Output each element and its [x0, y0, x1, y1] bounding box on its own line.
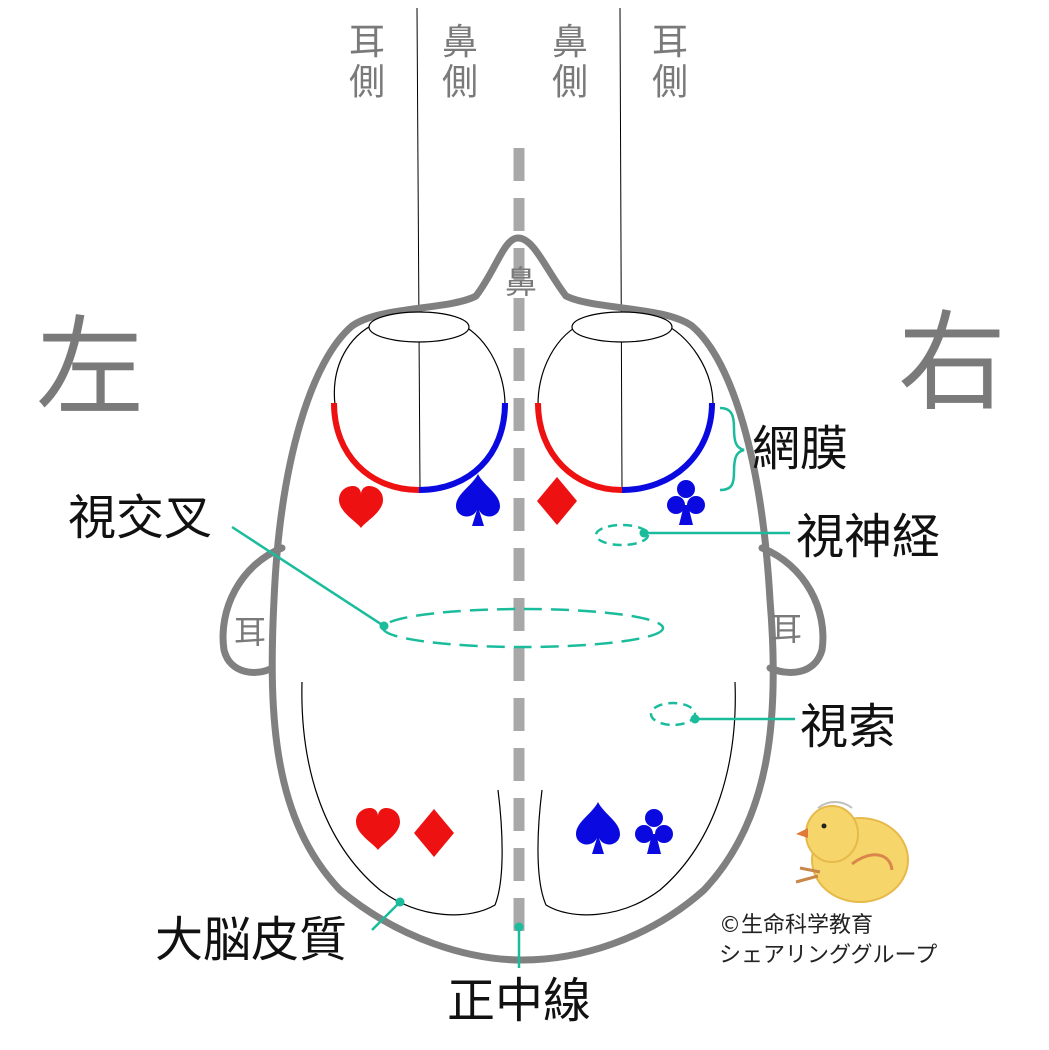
- right-visual-axis-line: [620, 8, 622, 490]
- left-ear-side-label-2: 側: [349, 62, 385, 103]
- right-eye-club-icon: [667, 480, 705, 525]
- optic-nerve-leader-dot: [640, 529, 649, 538]
- left-eye-nasal-retina: [419, 403, 505, 490]
- right-side-label: 右: [898, 301, 1006, 426]
- cerebral-cortex-label: 大脳皮質: [155, 912, 347, 968]
- optic-tract-marker: [651, 703, 695, 725]
- optic-nerve-label: 視神経: [796, 509, 940, 565]
- right-eye-temporal-retina: [622, 403, 712, 490]
- credit-line-2: シェアリンググループ: [719, 943, 937, 968]
- optic-chiasm-leader: [232, 527, 384, 626]
- right-ear-label: 耳: [770, 610, 802, 648]
- midline-leader-dot: [515, 923, 524, 932]
- retina-label: 網膜: [752, 421, 848, 477]
- right-ear-side-label-2: 側: [652, 62, 688, 103]
- left-cortex-diamond-icon: [414, 809, 454, 857]
- right-ear-side-label-1: 耳: [652, 22, 688, 63]
- midline-label: 正中線: [447, 973, 591, 1029]
- optic-tract-leader-dot: [691, 715, 700, 724]
- right-eye-lens: [572, 312, 672, 342]
- right-cortex-outline: [538, 682, 735, 915]
- right-eye: [538, 312, 713, 490]
- cortex-leader-dot: [396, 898, 405, 907]
- optic-tract-label: 視索: [800, 699, 896, 755]
- right-nose-side-label-2: 側: [552, 62, 588, 103]
- nose-label: 鼻: [505, 263, 537, 301]
- left-nose-side-label-1: 鼻: [442, 22, 478, 63]
- left-eye-lens: [369, 312, 469, 342]
- left-nose-side-label-2: 側: [442, 62, 478, 103]
- left-eye-temporal-retina: [334, 403, 419, 490]
- right-eye-diamond-icon: [537, 477, 577, 525]
- credit-line-1: ©生命科学教育: [719, 913, 873, 938]
- right-cortex-club-icon: [635, 809, 673, 854]
- left-side-label: 左: [36, 306, 144, 431]
- optic-chiasm-leader-dot: [380, 622, 389, 631]
- chick-mascot-image: [796, 802, 908, 902]
- left-cortex-heart-icon: [356, 808, 400, 850]
- right-nose-side-label-1: 鼻: [552, 22, 588, 63]
- left-eye-heart-icon: [339, 486, 383, 528]
- right-cortex-spade-icon: [576, 802, 620, 854]
- left-ear-label: 耳: [234, 613, 266, 651]
- optic-chiasm-label: 視交叉: [68, 490, 212, 546]
- left-ear-side-label-1: 耳: [349, 22, 385, 63]
- right-eye-nasal-retina: [538, 403, 622, 490]
- left-visual-axis-line: [417, 8, 420, 490]
